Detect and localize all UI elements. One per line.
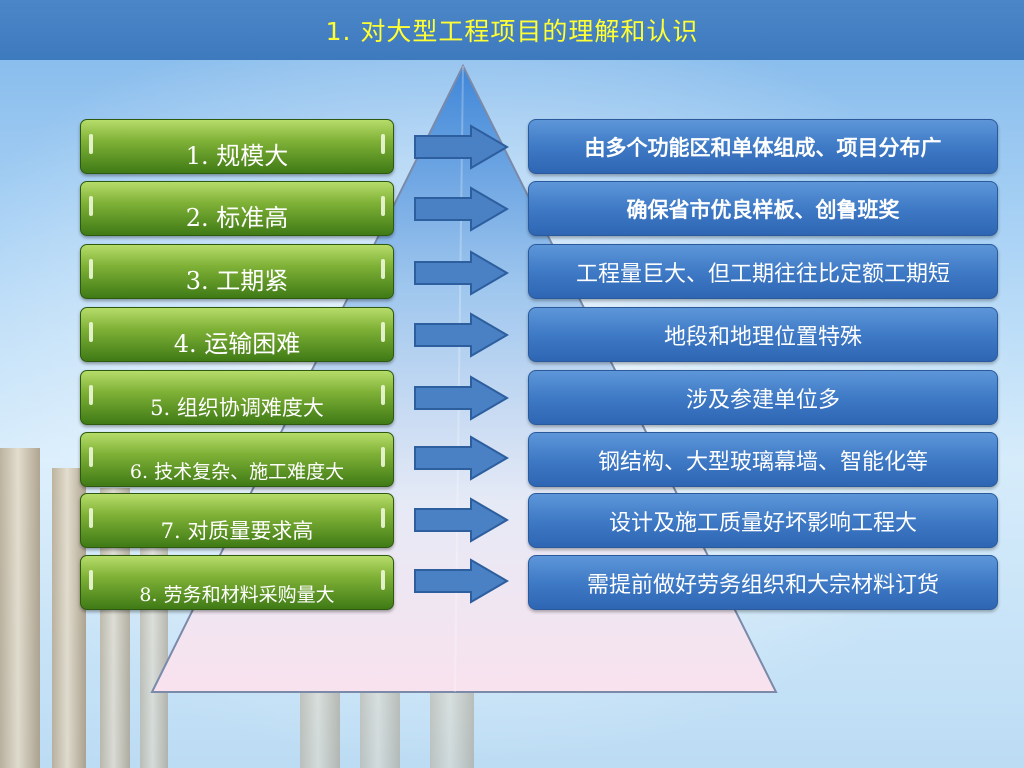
right-arrow-icon [413, 435, 509, 481]
right-arrow-icon [413, 312, 509, 358]
left-item-label: 5. 组织协调难度大 [150, 392, 324, 422]
right-item-5: 涉及参建单位多 [528, 370, 998, 425]
right-arrow-icon [413, 186, 509, 232]
left-item-label: 4. 运输困难 [174, 324, 301, 359]
left-item-label: 6. 技术复杂、施工难度大 [130, 457, 344, 484]
right-item-label: 设计及施工质量好坏影响工程大 [609, 505, 917, 537]
left-item-4: 4. 运输困难 [80, 307, 394, 362]
right-item-label: 地段和地理位置特殊 [664, 319, 862, 351]
right-item-3: 工程量巨大、但工期往往比定额工期短 [528, 244, 998, 299]
left-item-label: 2. 标准高 [186, 198, 289, 233]
right-arrow-icon [413, 124, 509, 170]
left-item-label: 3. 工期紧 [186, 261, 289, 296]
right-arrow-icon [413, 250, 509, 296]
right-item-2: 确保省市优良样板、创鲁班奖 [528, 181, 998, 236]
left-item-1: 1. 规模大 [80, 119, 394, 174]
right-item-8: 需提前做好劳务组织和大宗材料订货 [528, 555, 998, 610]
right-item-4: 地段和地理位置特殊 [528, 307, 998, 362]
right-item-label: 需提前做好劳务组织和大宗材料订货 [587, 567, 939, 599]
left-item-5: 5. 组织协调难度大 [80, 370, 394, 425]
right-item-label: 由多个功能区和单体组成、项目分布广 [585, 132, 942, 162]
right-arrow-icon [413, 558, 509, 604]
right-item-label: 确保省市优良样板、创鲁班奖 [627, 194, 900, 224]
left-item-label: 1. 规模大 [186, 136, 289, 171]
right-item-label: 工程量巨大、但工期往往比定额工期短 [576, 256, 950, 288]
left-item-8: 8. 劳务和材料采购量大 [80, 555, 394, 610]
right-item-6: 钢结构、大型玻璃幕墙、智能化等 [528, 432, 998, 487]
left-item-2: 2. 标准高 [80, 181, 394, 236]
left-item-6: 6. 技术复杂、施工难度大 [80, 432, 394, 487]
right-arrow-icon [413, 375, 509, 421]
left-item-label: 7. 对质量要求高 [161, 515, 314, 545]
left-item-7: 7. 对质量要求高 [80, 493, 394, 548]
right-item-1: 由多个功能区和单体组成、项目分布广 [528, 119, 998, 174]
right-arrow-icon [413, 497, 509, 543]
right-item-label: 钢结构、大型玻璃幕墙、智能化等 [598, 444, 928, 476]
left-item-3: 3. 工期紧 [80, 244, 394, 299]
right-item-7: 设计及施工质量好坏影响工程大 [528, 493, 998, 548]
left-item-label: 8. 劳务和材料采购量大 [139, 580, 334, 607]
right-item-label: 涉及参建单位多 [686, 382, 840, 414]
